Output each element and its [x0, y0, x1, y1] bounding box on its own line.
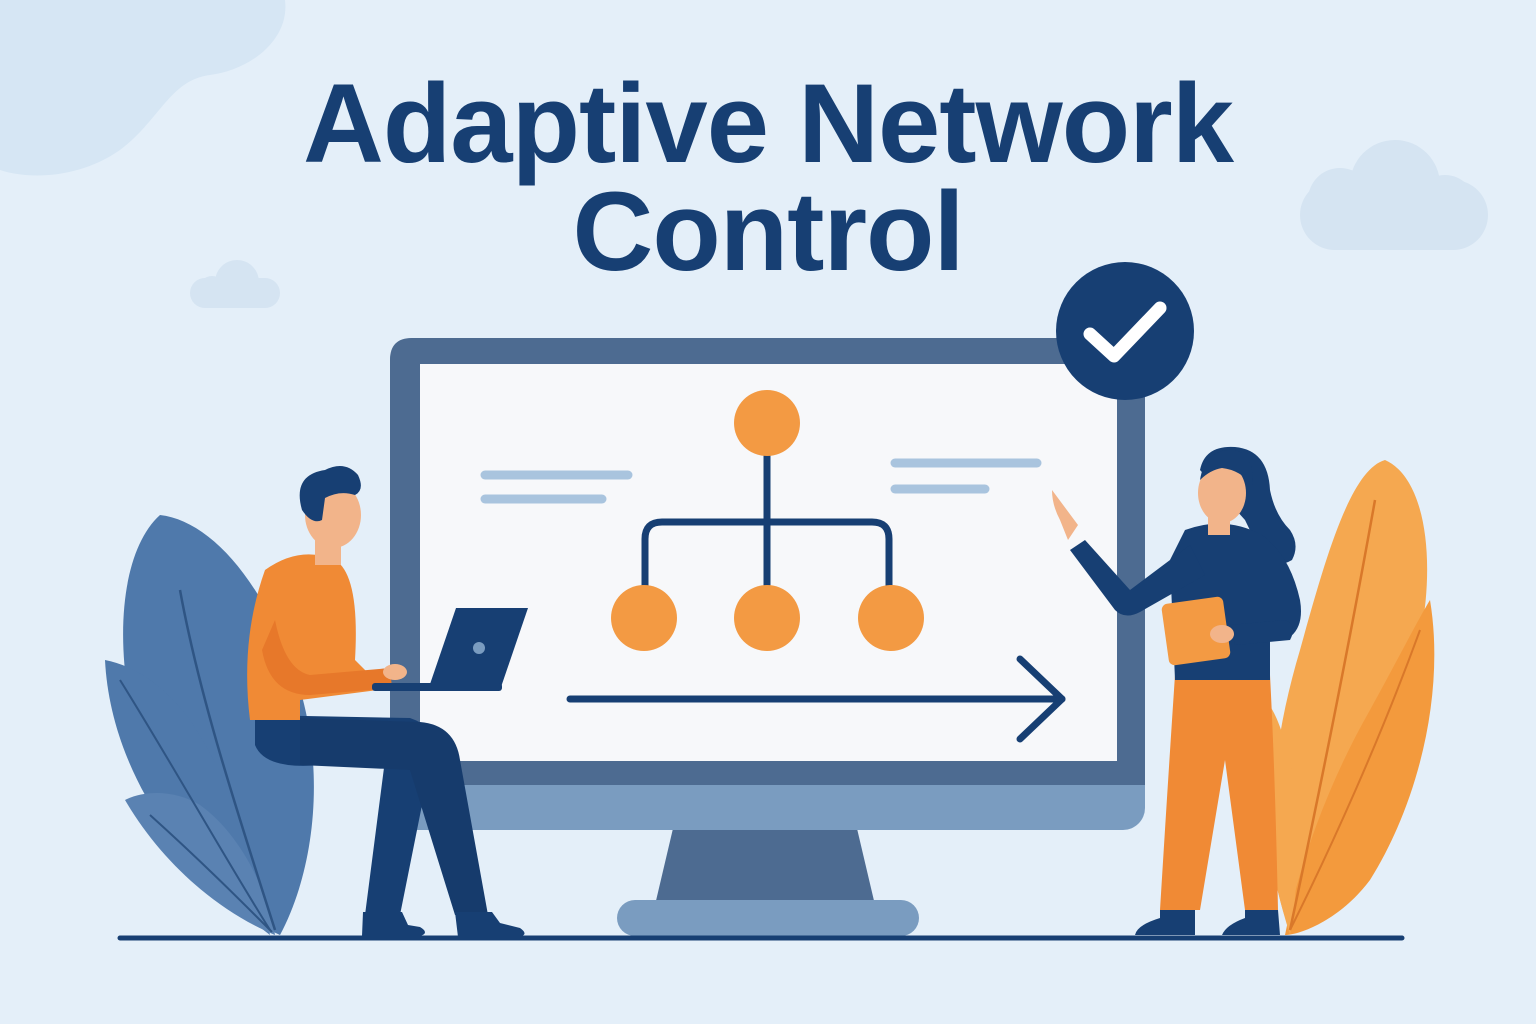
woman-face	[1198, 463, 1246, 523]
tablet-icon	[1161, 596, 1231, 666]
woman-pants	[1160, 675, 1278, 910]
man-shoe-left	[362, 912, 425, 936]
cloud-icon-small	[190, 260, 280, 308]
laptop-logo	[473, 642, 485, 654]
network-node-center	[734, 585, 800, 651]
page-title: Adaptive Network Control	[0, 61, 1536, 294]
man-arm	[262, 620, 392, 695]
woman-raised-arm	[1070, 540, 1205, 616]
man-hand	[383, 664, 407, 680]
network-node-root	[734, 390, 800, 456]
background-blob	[0, 0, 286, 176]
woman-hand	[1210, 625, 1234, 643]
check-badge-icon	[1056, 262, 1194, 400]
network-hierarchy-icon	[611, 390, 924, 651]
man-hair	[299, 466, 361, 522]
monitor-base	[617, 900, 919, 936]
network-node-left	[611, 585, 677, 651]
arrow-right-icon	[566, 655, 1066, 743]
screen-text-lines	[480, 458, 1042, 504]
man-figure	[247, 466, 528, 937]
woman-shoe-right	[1222, 910, 1280, 935]
laptop-base	[372, 683, 502, 691]
woman-shoe-left	[1135, 910, 1195, 935]
woman-lower-arm	[1230, 620, 1294, 645]
title-line-2: Control	[572, 169, 964, 294]
man-shoe-right	[455, 912, 525, 937]
woman-figure	[1052, 446, 1301, 935]
woman-pointing-hand	[1052, 490, 1078, 540]
monitor-stand	[655, 820, 875, 905]
man-torso	[247, 554, 378, 720]
title-line-1: Adaptive Network	[303, 61, 1234, 186]
man-front-leg	[300, 718, 488, 915]
network-node-right	[858, 585, 924, 651]
cloud-icon	[1300, 140, 1488, 250]
woman-hair-fringe	[1200, 449, 1253, 485]
